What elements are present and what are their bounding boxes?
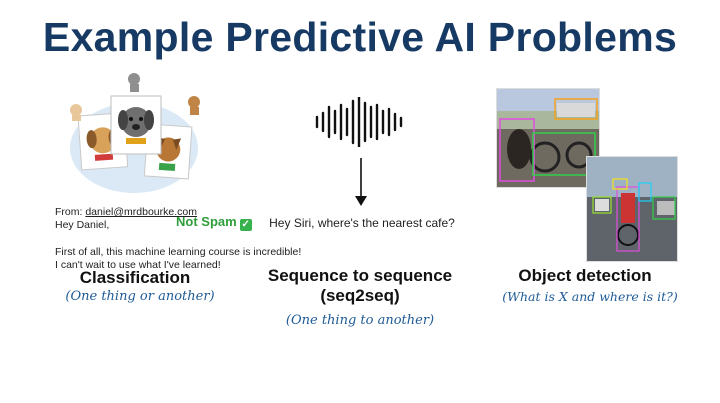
seq2seq-heading: Sequence to sequence (seq2seq) [250, 266, 470, 306]
email-from: From: daniel@mrdbourke.com [55, 206, 197, 218]
check-icon: ✓ [239, 219, 252, 231]
dog-icon [188, 96, 200, 115]
not-spam-badge: Not Spam✓ [176, 214, 252, 231]
seq2seq-subtitle: (One thing to another) [285, 313, 435, 328]
seq2seq-heading-line2: (seq2seq) [320, 286, 400, 305]
detection-heading: Object detection [518, 266, 652, 285]
dog-icon [128, 73, 140, 92]
siri-utterance: Hey Siri, where's the nearest cafe? [269, 216, 455, 230]
classification-heading: Classification [79, 268, 191, 287]
detection-subtitle: (What is X and where is it?) [502, 289, 678, 304]
email-greeting: Hey Daniel, [55, 219, 110, 231]
email-body-line: First of all, this machine learning cour… [55, 246, 302, 258]
dog-icon [70, 104, 82, 121]
down-arrow-icon [351, 158, 371, 208]
sound-wave-icon [314, 95, 406, 149]
page-title: Example Predictive AI Problems [42, 14, 678, 60]
classification-subtitle: (One thing or another) [65, 289, 215, 304]
detection-photo [586, 156, 678, 262]
email-body-line: I can't wait to use what I've learned! [55, 259, 221, 271]
email-address-link[interactable]: daniel@mrdbourke.com [85, 206, 197, 218]
detection-photo [496, 88, 600, 188]
email-example: From: daniel@mrdbourke.com Hey Daniel, F… [55, 206, 302, 272]
dog-photo-stack [62, 70, 207, 200]
seq2seq-heading-line1: Sequence to sequence [267, 266, 453, 285]
